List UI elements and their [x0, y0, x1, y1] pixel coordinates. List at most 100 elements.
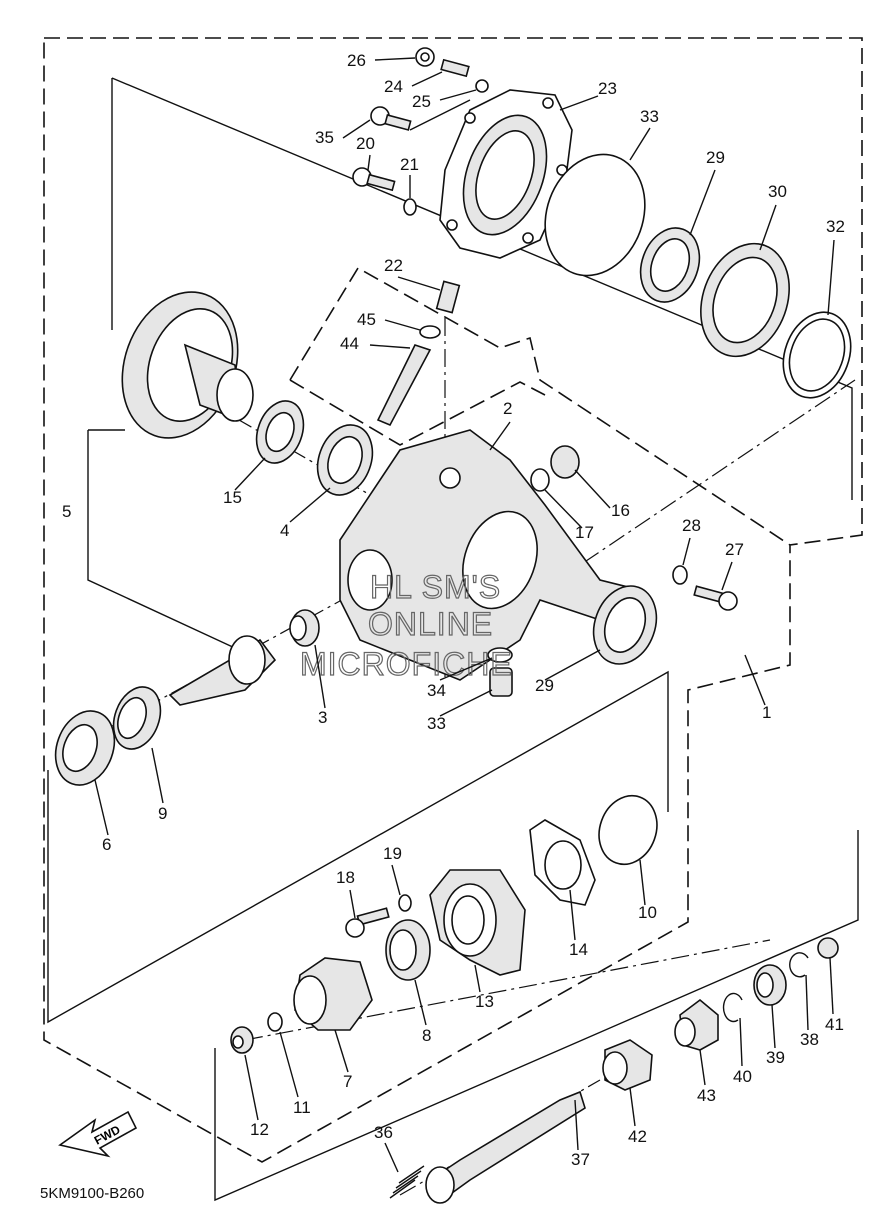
- callout-28: 28: [682, 516, 701, 535]
- callout-24: 24: [384, 77, 403, 96]
- pinion-gear: [168, 635, 277, 706]
- callout-10: 10: [638, 903, 657, 922]
- bolt-part-27: [693, 585, 738, 611]
- circlip-part-32: [782, 311, 852, 399]
- callout-21: 21: [400, 155, 419, 174]
- callout-16: 16: [611, 501, 630, 520]
- callout-40: 40: [733, 1067, 752, 1086]
- collar-part-43: [674, 998, 719, 1051]
- stud-bolt-part-24: [440, 58, 470, 78]
- gasket-part-17: [530, 468, 550, 492]
- washer-part-25: [475, 79, 489, 93]
- bearing-part-6: [54, 710, 116, 786]
- callout-30: 30: [768, 182, 787, 201]
- callout-20: 20: [356, 134, 375, 153]
- callout-leaders: [94, 57, 835, 1173]
- spring-part-36: [389, 1165, 425, 1199]
- circlip-part-40: [722, 992, 743, 1023]
- callout-3: 3: [318, 708, 327, 727]
- bolt-part-26: [415, 47, 435, 67]
- bearing-part-39: [753, 964, 787, 1006]
- diagram-code: 5KM9100-B260: [40, 1185, 144, 1202]
- assembly-boundaries: [43, 37, 863, 1202]
- plug-part-34: [489, 667, 513, 697]
- breather-part-22: [435, 280, 461, 314]
- callout-17: 17: [575, 523, 594, 542]
- clip-part-45: [419, 325, 441, 339]
- coupling-part-7: [293, 957, 373, 1031]
- callout-11: 11: [293, 1098, 311, 1117]
- callout-32: 32: [826, 217, 845, 236]
- nut-part-12: [230, 1026, 254, 1054]
- callout-labels: 26 24 25 23 33 35 20 21 29 30 32 22 45 4…: [62, 51, 845, 1169]
- oil-seal-part-8: [385, 919, 431, 981]
- nut-part-41: [817, 937, 839, 959]
- drive-shaft-part-37: [425, 1090, 586, 1204]
- callout-37: 37: [571, 1150, 590, 1169]
- callout-13: 13: [475, 992, 494, 1011]
- callout-44: 44: [340, 334, 359, 353]
- callout-29-mid: 29: [535, 676, 554, 695]
- pipe-part-44: [376, 344, 432, 427]
- collar-part-42: [602, 1039, 653, 1091]
- washer-part-21: [403, 198, 417, 216]
- callout-31: 33: [640, 107, 659, 126]
- washer-part-35: [487, 647, 513, 663]
- callout-27: 27: [725, 540, 744, 559]
- gear-case-part-2: [339, 429, 642, 681]
- bolt-part-18: [345, 907, 390, 938]
- bearing-part-30: [700, 242, 790, 358]
- watermark-line-2: ONLINE: [368, 606, 493, 642]
- callout-29-top: 29: [706, 148, 725, 167]
- callout-19: 19: [383, 844, 402, 863]
- oil-seal-part-29-top: [639, 227, 701, 303]
- callout-9: 9: [158, 804, 167, 823]
- gasket-part-14: [529, 819, 596, 906]
- washer-part-19: [398, 894, 412, 912]
- callout-15: 15: [223, 488, 242, 507]
- callout-7: 7: [343, 1072, 352, 1091]
- ring-gear-part-5: [121, 291, 254, 439]
- shim-part-15: [255, 400, 305, 464]
- bolt-part-33: [370, 106, 412, 131]
- o-ring-part-31: [544, 153, 646, 277]
- bearing-housing-part-13: [429, 869, 526, 976]
- callout-38: 38: [800, 1030, 819, 1049]
- callout-2: 2: [503, 399, 512, 418]
- washer-part-11: [267, 1012, 283, 1032]
- callout-8: 8: [422, 1026, 431, 1045]
- callout-18: 18: [336, 868, 355, 887]
- callout-1: 1: [762, 703, 771, 722]
- watermark-line-1: HL SM'S: [370, 569, 501, 605]
- washer-part-28: [672, 565, 688, 585]
- oil-seal-part-29-mid: [592, 585, 658, 665]
- callout-41: 41: [825, 1015, 844, 1034]
- callout-35: 34: [427, 681, 446, 700]
- callout-23: 23: [598, 79, 617, 98]
- callout-33: 35: [315, 128, 334, 147]
- callout-22: 22: [384, 256, 403, 275]
- housing-cover-part-23: [439, 89, 573, 259]
- callout-34: 33: [427, 714, 446, 733]
- circlip-part-38: [789, 952, 809, 978]
- callout-6: 6: [102, 835, 111, 854]
- callout-12: 12: [250, 1120, 269, 1139]
- bearing-part-4: [316, 424, 374, 496]
- bolt-part-20: [352, 167, 396, 192]
- watermark-line-3: MICROFICHE: [300, 646, 513, 682]
- callout-45: 45: [357, 310, 376, 329]
- watermark: HL SM'S ONLINE MICROFICHE: [299, 568, 513, 682]
- o-ring-part-10: [598, 794, 658, 866]
- plug-part-16: [550, 445, 580, 479]
- callout-4: 4: [280, 521, 289, 540]
- bearing-part-9: [112, 686, 162, 750]
- bearing-part-3: [289, 609, 320, 647]
- callout-26: 26: [347, 51, 366, 70]
- callout-42: 42: [628, 1127, 647, 1146]
- callout-5: 5: [62, 502, 71, 521]
- fwd-arrow-icon: FWD: [58, 1110, 138, 1158]
- callout-25: 25: [412, 92, 431, 111]
- callout-39: 39: [766, 1048, 785, 1067]
- callout-14: 14: [569, 940, 588, 959]
